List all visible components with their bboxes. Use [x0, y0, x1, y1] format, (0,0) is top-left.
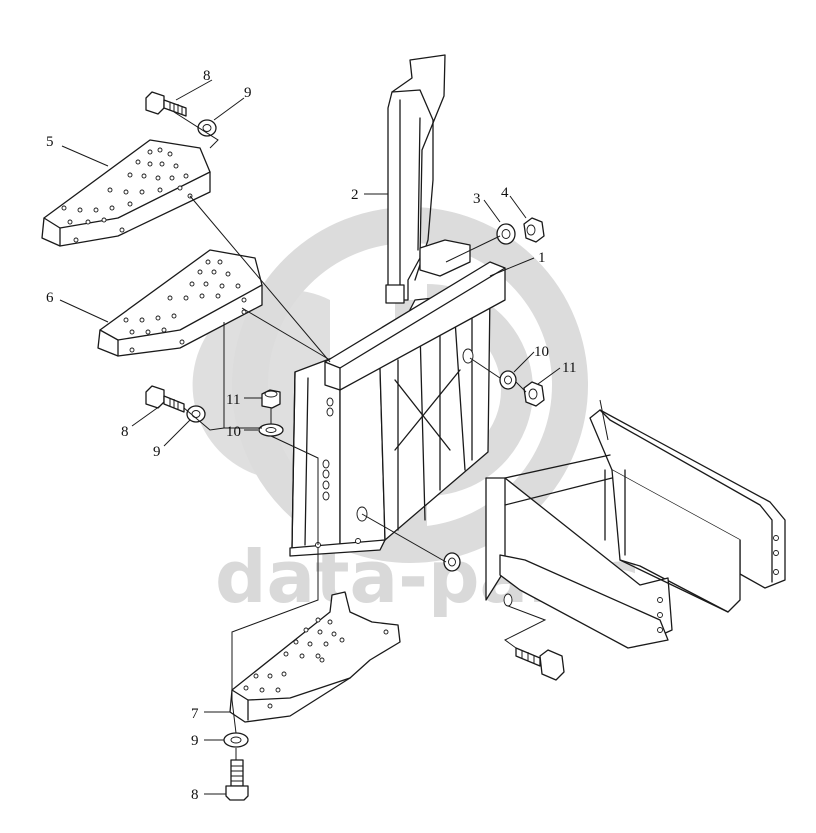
step-7-holes — [243, 617, 389, 709]
label-2: 2 — [351, 187, 359, 203]
washer-10-left — [258, 423, 284, 437]
main-frame-part-1 — [289, 239, 506, 557]
label-8-top: 8 — [203, 68, 211, 84]
label-4: 4 — [501, 185, 509, 201]
label-9-bottom: 9 — [191, 733, 199, 749]
bolt-bottom-right — [515, 647, 565, 681]
washer-3 — [496, 223, 516, 245]
step-6-holes — [123, 259, 247, 353]
leader-lines — [59, 79, 561, 795]
label-5: 5 — [46, 134, 54, 150]
step-plate-part-6 — [97, 249, 263, 357]
label-10-left: 10 — [226, 424, 241, 440]
washer-10-right — [499, 370, 517, 390]
washer-9-middle — [186, 405, 206, 423]
nut-4 — [523, 217, 545, 243]
label-11-right: 11 — [562, 360, 576, 376]
step-plate-part-7 — [229, 591, 401, 723]
label-8-middle: 8 — [121, 424, 129, 440]
label-6: 6 — [46, 290, 54, 306]
box-frame — [485, 409, 786, 649]
washer-9-bottom — [223, 732, 249, 748]
step-plate-part-5 — [41, 139, 211, 247]
label-9-top: 9 — [244, 85, 252, 101]
nut-11-left — [261, 389, 281, 409]
assembly-lines — [173, 111, 609, 760]
bolt-8-middle — [145, 385, 185, 413]
label-10-right: 10 — [534, 344, 549, 360]
step-5-holes — [61, 147, 193, 243]
bolt-8-top — [145, 91, 187, 117]
label-11-left: 11 — [226, 392, 240, 408]
nut-11-right — [523, 381, 545, 407]
bolt-8-bottom — [225, 759, 249, 801]
callout-labels: 8 9 5 2 3 4 1 6 10 11 11 10 8 9 7 9 8 — [46, 68, 576, 803]
label-8-bottom: 8 — [191, 787, 199, 803]
washer-bottom-center — [443, 552, 461, 572]
washer-9-top — [197, 119, 217, 137]
label-3: 3 — [473, 191, 481, 207]
vertical-post-part-2 — [385, 54, 446, 304]
label-7: 7 — [191, 706, 199, 722]
label-1: 1 — [538, 250, 546, 266]
label-9-middle: 9 — [153, 444, 161, 460]
